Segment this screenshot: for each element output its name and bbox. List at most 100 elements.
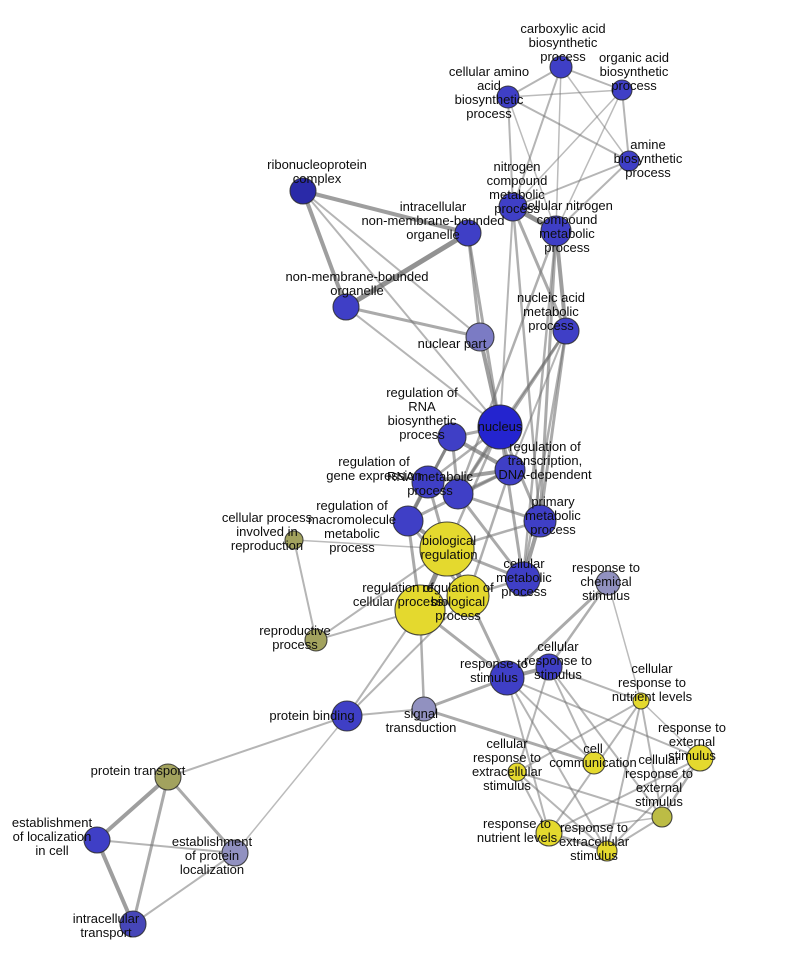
edge-response-to-stimulus--response-to-nutrient-levels	[506, 677, 550, 834]
node-cellular-metabolic-process[interactable]	[505, 561, 541, 597]
edge-ribonucleoprotein-complex--non-membrane-bounded-organelle	[301, 189, 348, 309]
edge-response-to-stimulus--cell-communication	[506, 677, 595, 764]
edge-cellular-response-to-stimulus--response-to-chemical-stimulus	[547, 581, 610, 669]
edge-organic-acid-biosynthetic-process--nitrogen-compound-metabolic-process	[512, 89, 623, 208]
node-biological-regulation[interactable]	[419, 521, 475, 577]
node-intracellular-non-membrane-bounded-organelle[interactable]	[454, 219, 482, 247]
edge-intracellular-non-membrane-bounded-organelle--non-membrane-bounded-organelle	[343, 230, 471, 310]
edge-response-to-external-stimulus--response-to-nutrient-levels	[548, 757, 701, 834]
node-regulation-of-cellular-process[interactable]	[394, 584, 446, 636]
node-protein-transport[interactable]	[154, 763, 182, 791]
node-establishment-of-localization-in-cell[interactable]	[83, 826, 111, 854]
node-cellular-nitrogen-compound-metabolic-process[interactable]	[540, 215, 572, 247]
node-establishment-of-protein-localization[interactable]	[221, 839, 249, 867]
edge-carboxylic-acid-biosynthetic-process--amine-biosynthetic-process	[560, 66, 630, 162]
edge-nucleus--cellular-metabolic-process	[498, 425, 525, 581]
node-signal-transduction[interactable]	[411, 696, 437, 722]
edge-ribonucleoprotein-complex--intracellular-non-membrane-bounded-organelle	[301, 189, 470, 235]
edge-establishment-of-localization-in-cell--intracellular-transport	[95, 838, 135, 926]
edge-protein-transport--establishment-of-localization-in-cell	[95, 775, 170, 842]
edge-regulation-of-biological-process--protein-binding	[346, 595, 469, 717]
edge-nucleic-acid-metabolic-process--cellular-metabolic-process	[521, 329, 568, 581]
node-response-to-chemical-stimulus[interactable]	[595, 570, 621, 596]
node-cellular-response-to-extracellular-stimulus[interactable]	[507, 762, 527, 782]
node-cellular-response-to-stimulus[interactable]	[535, 653, 563, 681]
edge-ribonucleoprotein-complex--nuclear-part	[302, 190, 481, 338]
node-intracellular-transport[interactable]	[119, 910, 147, 938]
node-cellular-process-involved-in-reproduction[interactable]	[284, 530, 304, 550]
edge-carboxylic-acid-biosynthetic-process--cellular-nitrogen-compound-metabolic-process	[555, 66, 562, 232]
node-cellular-amino-acid-biosynthetic-process[interactable]	[496, 85, 520, 109]
node-amine-biosynthetic-process[interactable]	[618, 150, 640, 172]
node-regulation-of-rna-biosynthetic-process[interactable]	[437, 422, 467, 452]
edge-response-to-chemical-stimulus--cellular-response-to-nutrient-levels	[607, 582, 642, 702]
node-label-nuclear-part: nuclear part	[418, 336, 487, 351]
node-nucleus[interactable]	[477, 404, 523, 450]
edge-cellular-amino-acid-biosynthetic-process--nitrogen-compound-metabolic-process	[507, 96, 514, 208]
edge-response-to-extracellular-stimulus--cellular-response-to-extracellular-stimulus	[516, 771, 608, 852]
edge-response-to-external-stimulus--response-to-extracellular-stimulus	[606, 757, 701, 852]
node-regulation-of-macromolecule-metabolic-process[interactable]	[392, 505, 424, 537]
node-organic-acid-biosynthetic-process[interactable]	[611, 79, 633, 101]
node-nucleic-acid-metabolic-process[interactable]	[552, 317, 580, 345]
edge-cellular-response-to-extracellular-stimulus--cellular-response-to-external-stimulus	[516, 771, 663, 818]
edge-nitrogen-compound-metabolic-process--nucleic-acid-metabolic-process	[511, 205, 568, 333]
node-nuclear-part[interactable]	[465, 322, 495, 352]
edge-response-to-nutrient-levels--cellular-response-to-external-stimulus	[548, 816, 663, 834]
edge-establishment-of-localization-in-cell--establishment-of-protein-localization	[96, 839, 236, 854]
node-response-to-external-stimulus[interactable]	[686, 744, 714, 772]
edge-protein-transport--intracellular-transport	[131, 775, 170, 926]
node-non-membrane-bounded-organelle[interactable]	[332, 293, 360, 321]
node-regulation-of-biological-process[interactable]	[446, 574, 490, 618]
node-ribonucleoprotein-complex[interactable]	[289, 177, 317, 205]
edge-response-to-extracellular-stimulus--cellular-response-to-nutrient-levels	[606, 700, 642, 852]
edge-cellular-response-to-stimulus--cellular-response-to-external-stimulus	[548, 666, 663, 818]
edge-carboxylic-acid-biosynthetic-process--nitrogen-compound-metabolic-process	[512, 66, 562, 208]
node-primary-metabolic-process[interactable]	[523, 504, 557, 538]
node-label-nucleus: nucleus	[478, 419, 523, 434]
edge-response-to-stimulus--response-to-chemical-stimulus	[505, 581, 610, 680]
edge-protein-transport--establishment-of-protein-localization	[166, 775, 237, 855]
edge-amine-biosynthetic-process--nitrogen-compound-metabolic-process	[512, 160, 630, 208]
node-regulation-of-transcription-dna-dependent[interactable]	[494, 454, 526, 486]
node-cellular-response-to-nutrient-levels[interactable]	[632, 692, 650, 710]
edge-response-to-external-stimulus--cellular-response-to-nutrient-levels	[640, 700, 701, 759]
edge-response-to-stimulus--response-to-extracellular-stimulus	[506, 677, 608, 852]
node-carboxylic-acid-biosynthetic-process[interactable]	[549, 55, 573, 79]
edge-organic-acid-biosynthetic-process--cellular-amino-acid-biosynthetic-process	[507, 89, 623, 98]
node-cellular-response-to-external-stimulus[interactable]	[651, 806, 673, 828]
node-rna-metabolic-process[interactable]	[442, 478, 474, 510]
node-protein-binding[interactable]	[331, 700, 363, 732]
node-reproductive-process[interactable]	[304, 628, 328, 652]
node-nitrogen-compound-metabolic-process[interactable]	[498, 192, 528, 222]
node-response-to-stimulus[interactable]	[489, 660, 525, 696]
node-response-to-extracellular-stimulus[interactable]	[596, 840, 618, 862]
node-regulation-of-gene-expression[interactable]	[411, 465, 445, 499]
node-cell-communication[interactable]	[582, 751, 606, 775]
node-response-to-nutrient-levels[interactable]	[535, 819, 563, 847]
